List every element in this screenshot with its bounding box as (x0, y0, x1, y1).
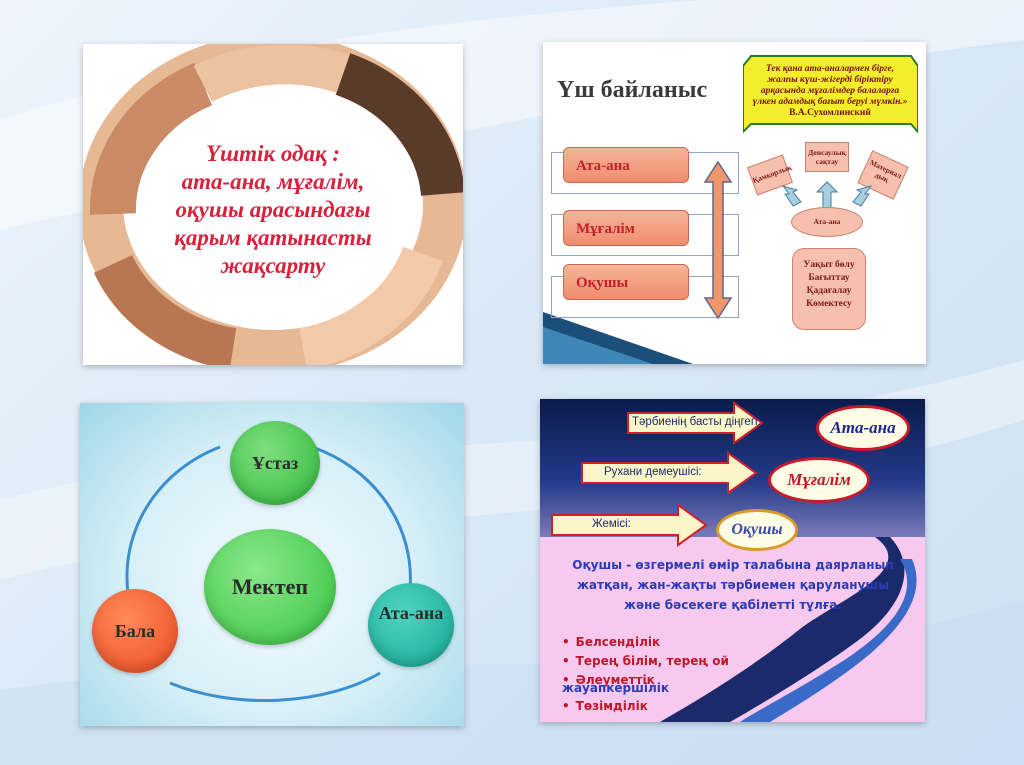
double-arrow-icon (703, 160, 733, 320)
oval-parent: Ата-ана (816, 405, 910, 451)
slide-three-connections[interactable]: Үш байланыс Тек қана ата-аналармен бірге… (543, 42, 926, 364)
slide1-line-3: оқушы арасындағы (175, 197, 371, 222)
arrow-shape-1 (627, 401, 764, 445)
duty-2: Бағыттау (808, 273, 850, 283)
oval-teacher: Мұғалім (768, 457, 870, 503)
slide1-line-2: ата-ана, мұғалім, (181, 169, 365, 194)
hands-ring-image (83, 44, 463, 365)
circle-child: Бала (92, 589, 178, 673)
center-parent-oval: Ата-ана (791, 207, 863, 237)
box-student: Оқушы (563, 264, 689, 300)
slide-roles[interactable]: Тәрбиенің басты діңгегі: Рухани демеушіс… (540, 399, 925, 722)
slide1-line-4: қарым қатынасты (174, 225, 372, 250)
arrow-shape-2 (581, 451, 758, 495)
oval-student: Оқушы (716, 509, 798, 551)
slide2-decor (543, 312, 693, 364)
slide2-title: Үш байланыс (557, 77, 708, 103)
arrow-label-3: Жемісі: (592, 518, 631, 530)
up-arrows-icon (781, 181, 873, 209)
road-swirl (660, 537, 917, 722)
arrow-label-2: Рухани демеушісі: (604, 466, 702, 478)
list-item: •Әлеуметтік (562, 673, 655, 687)
qualities-list: •Белсенділік •Терең білім, терең ой •Әле… (562, 633, 729, 690)
box-teacher: Мұғалім (563, 210, 689, 246)
quote-body: Тек қана ата-аналармен бірге, жалпы күш-… (752, 64, 908, 107)
circle-school: Мектеп (204, 529, 336, 645)
list-item: •Белсенділік (562, 635, 661, 649)
slide-school-cycle[interactable]: Ұстаз Мектеп Бала Ата-ана (80, 403, 464, 726)
circle-parent: Ата-ана (368, 583, 454, 667)
quote-banner (743, 55, 918, 134)
duty-4: Көмектесу (806, 299, 852, 309)
list-item: •Төзімділік (562, 699, 648, 713)
arrow-shape-3 (551, 503, 708, 547)
tag-health: Денсаулық сақтау (805, 142, 849, 172)
cycle-arcs (125, 445, 412, 703)
circle-teacher: Ұстаз (230, 421, 320, 505)
slide1-line-5: жақсарту (220, 253, 326, 278)
slide1-line-1: Үштік одақ : (205, 141, 341, 166)
list-item: •Терең білім, терең ой (562, 654, 729, 668)
parent-duties-list: Уақыт бөлу Бағыттау Қадағалау Көмектесу (792, 248, 866, 330)
duty-1: Уақыт бөлу (803, 260, 855, 270)
quote-text: Тек қана ата-аналармен бірге, жалпы күш-… (750, 64, 910, 119)
box-parent: Ата-ана (563, 147, 689, 183)
student-description: Оқушы - өзгермелі өмір талабына даярланы… (572, 558, 894, 612)
duty-3: Қадағалау (806, 286, 852, 296)
quote-author: В.А.Сухомлинский (789, 108, 871, 118)
qualities-list-2: •Төзімділік (562, 697, 648, 716)
slide-hands-circle[interactable]: Үштік одақ : ата-ана, мұғалім, оқушы ара… (83, 44, 463, 365)
arrow-label-1: Тәрбиенің басты діңгегі: (632, 416, 761, 428)
qualities-extra: жауапкершілік (562, 681, 670, 695)
